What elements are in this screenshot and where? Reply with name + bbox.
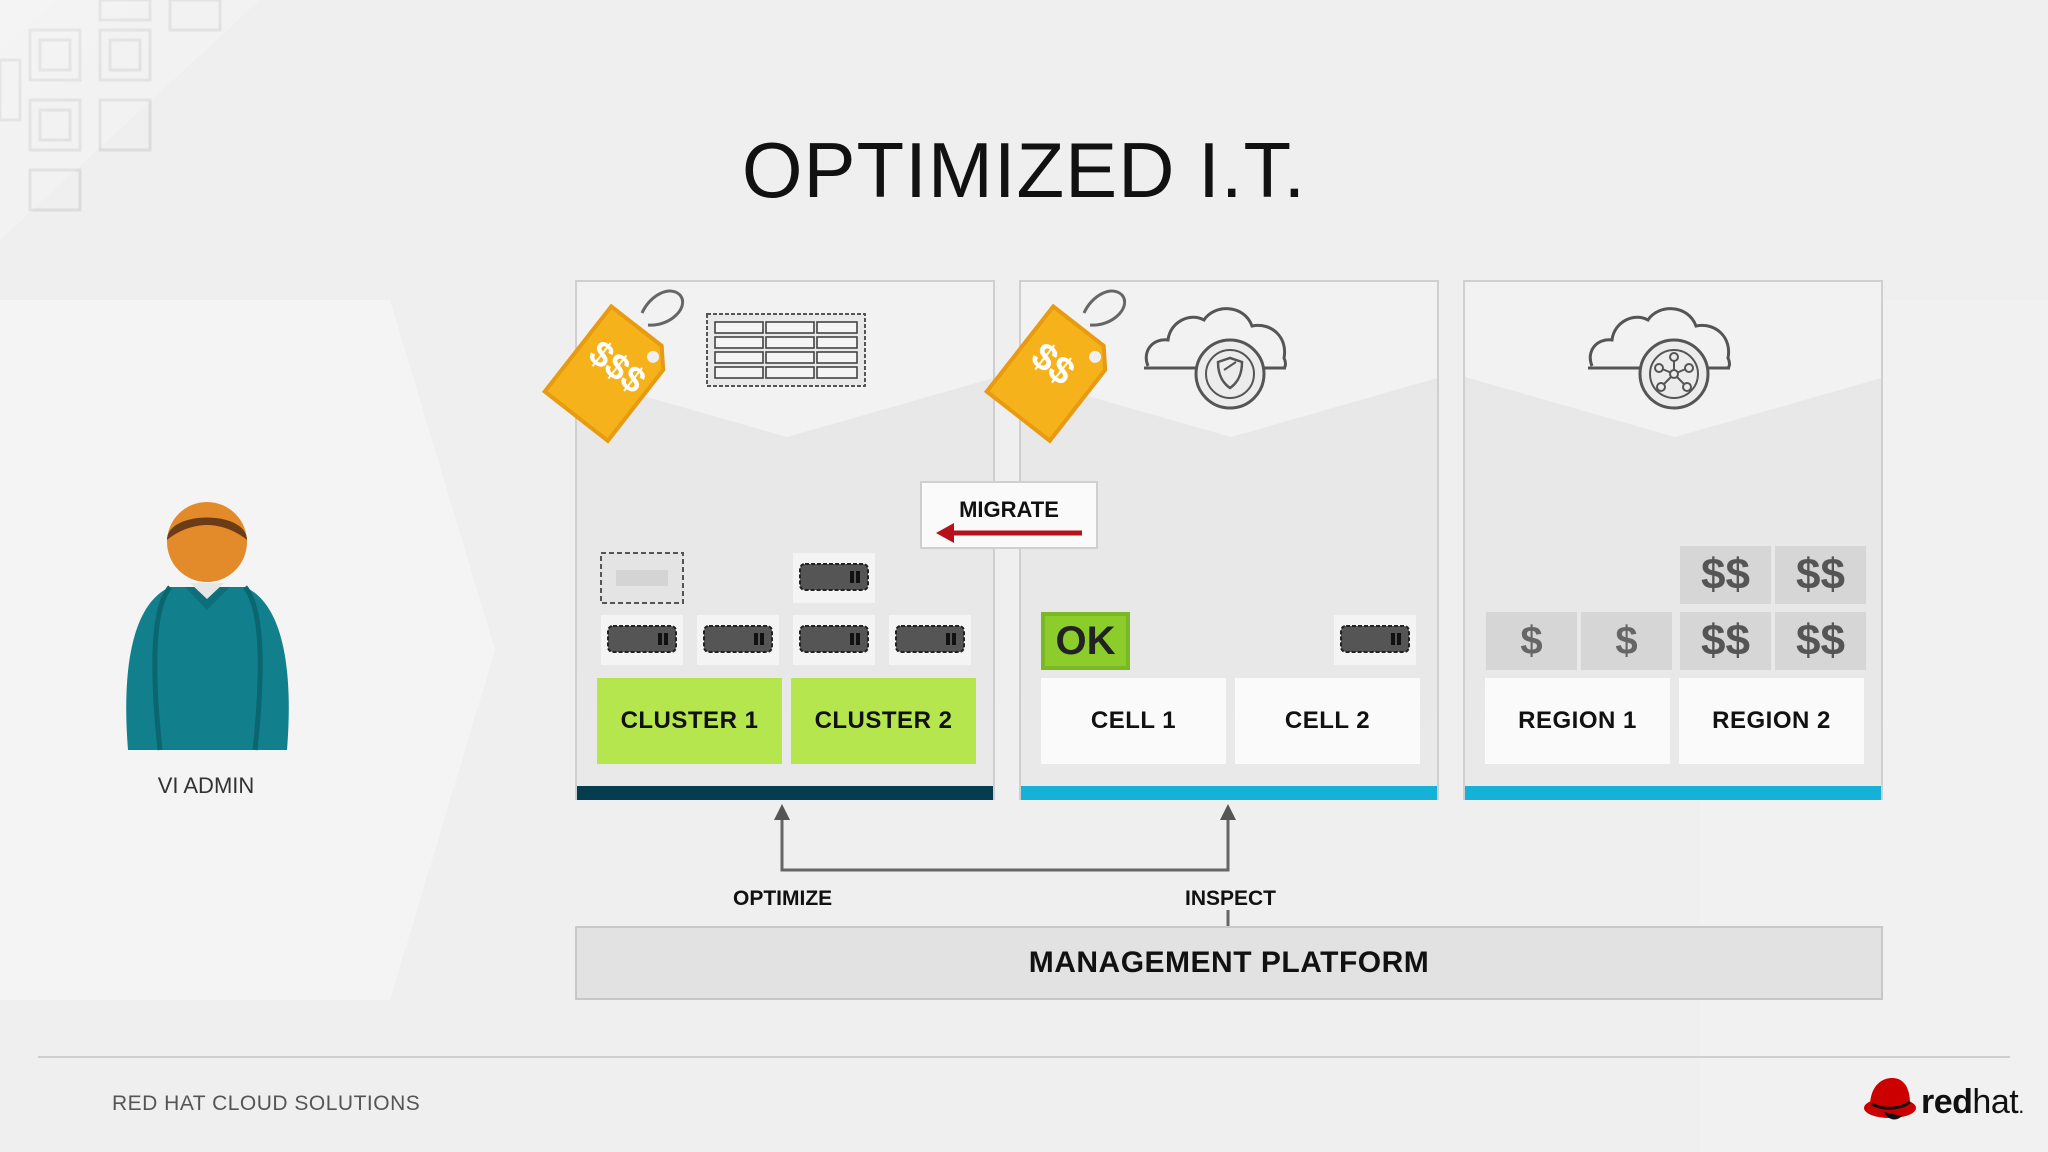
server-rack-icon [706, 313, 866, 387]
panel-bar [1465, 786, 1881, 800]
person-icon [126, 502, 289, 751]
region-1-label: REGION 1 [1485, 678, 1670, 764]
brand-dot: . [2018, 1093, 2024, 1118]
server-placeholder-icon [600, 552, 684, 604]
region-2-label: REGION 2 [1679, 678, 1864, 764]
footer-divider [38, 1056, 2010, 1058]
cloud-shield-icon [1144, 307, 1287, 410]
cost-text: $ [1615, 618, 1638, 663]
inspect-label: INSPECT [1185, 887, 1277, 910]
cell-1-label: CELL 1 [1041, 678, 1226, 764]
server-icon [601, 615, 683, 665]
server-icon [889, 615, 971, 665]
cost-text: $ [1520, 618, 1543, 663]
migrate-box: MIGRATE [920, 481, 1098, 549]
server-icon [793, 615, 875, 665]
cost-block: $ [1581, 612, 1672, 670]
cluster-2-label: CLUSTER 2 [791, 678, 976, 764]
cost-block: $ [1486, 612, 1577, 670]
arrow-left-icon [936, 523, 1082, 543]
brand-hat: hat [1972, 1083, 2019, 1121]
footer-text: RED HAT CLOUD SOLUTIONS [112, 1092, 421, 1115]
redhat-wordmark: redhat. [1921, 1083, 2024, 1122]
corner-pattern [0, 0, 260, 240]
redhat-shadowman-icon [1864, 1078, 1916, 1120]
cost-text: $$ [1796, 550, 1845, 599]
cloud-network-icon [1588, 307, 1731, 410]
panel-bar [1021, 786, 1437, 800]
price-tag-icon: $$ [983, 289, 1127, 444]
cluster-1-label: CLUSTER 1 [597, 678, 782, 764]
cost-block: $$ [1680, 612, 1771, 670]
panel-bar [577, 786, 993, 800]
server-icon [793, 553, 875, 603]
status-ok-badge: OK [1041, 612, 1130, 670]
cost-text: $$ [1796, 616, 1845, 665]
brand-red: red [1921, 1083, 1973, 1121]
management-platform: MANAGEMENT PLATFORM [575, 926, 1883, 1000]
cost-block: $$ [1775, 546, 1866, 604]
cost-text: $$ [1701, 550, 1750, 599]
cost-text: $$ [1701, 616, 1750, 665]
migrate-label: MIGRATE [959, 497, 1059, 522]
cost-block: $$ [1775, 612, 1866, 670]
flow-arrows [774, 804, 1236, 936]
server-icon [697, 615, 779, 665]
page-title: OPTIMIZED I.T. [741, 126, 1307, 214]
server-icon [1334, 615, 1416, 665]
cell-2-label: CELL 2 [1235, 678, 1420, 764]
cost-block: $$ [1680, 546, 1771, 604]
actor-label: VI ADMIN [157, 773, 255, 798]
optimize-label: OPTIMIZE [733, 887, 833, 910]
price-tag-icon: $$$ [541, 289, 685, 444]
